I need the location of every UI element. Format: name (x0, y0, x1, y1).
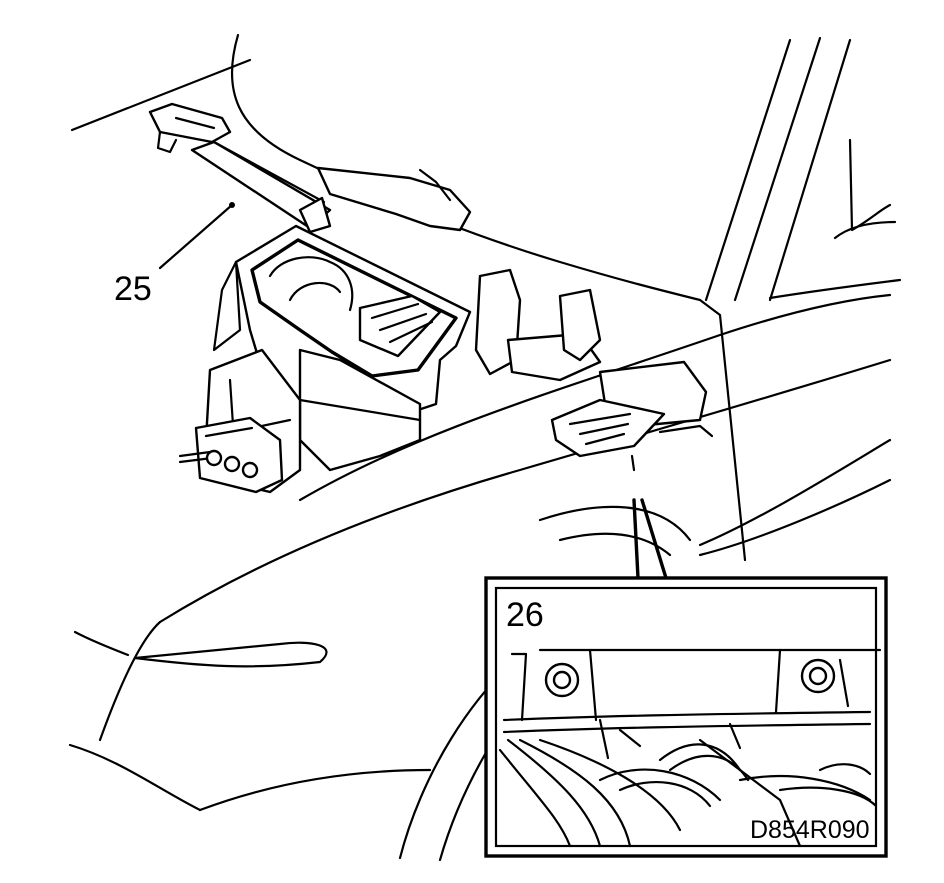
inset-inner-frame (494, 586, 878, 848)
leader-line-25 (158, 202, 235, 270)
detail-pointer (632, 498, 668, 580)
figure-reference-code: D854R090 (750, 816, 870, 844)
mounting-bracket (316, 166, 602, 382)
inset-frame (484, 576, 888, 858)
detail-inset (484, 576, 888, 858)
switch-connector (550, 360, 714, 472)
callout-label-26: 26 (506, 596, 544, 634)
callout-label-25: 25 (114, 270, 152, 308)
body-panel-lines (68, 33, 902, 862)
harness-connector (148, 102, 332, 234)
electrical-plug (178, 416, 284, 494)
